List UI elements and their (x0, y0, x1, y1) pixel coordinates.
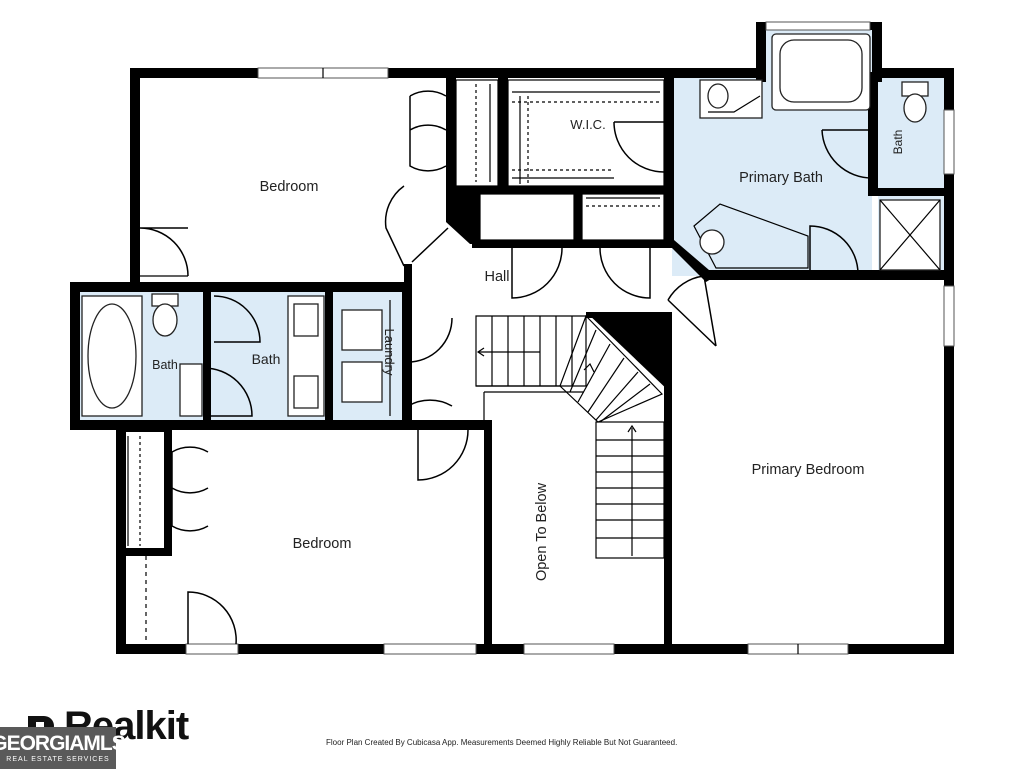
room-labels: Bedroom Hall W.I.C. Primary Bath Bath Ba… (152, 117, 905, 581)
room-label-bath-small: Bath (891, 130, 905, 155)
georgia-mls-logo: GEORGIAMLS REAL ESTATE SERVICES (0, 727, 126, 769)
room-label-bath-center: Bath (252, 351, 281, 367)
disclaimer-text: Floor Plan Created By Cubicasa App. Meas… (326, 738, 678, 747)
room-label-bedroom-top: Bedroom (260, 179, 319, 195)
staircase (475, 314, 665, 559)
room-label-hall: Hall (485, 269, 510, 285)
room-label-bedroom-bottom: Bedroom (293, 536, 352, 552)
closet-shelving (127, 79, 665, 640)
room-label-wic: W.I.C. (570, 117, 605, 132)
windows (185, 21, 955, 655)
georgia-mls-wordmark: GEORGIAMLS (0, 731, 126, 755)
room-label-bath-left: Bath (152, 358, 178, 372)
doors (139, 90, 873, 645)
room-label-primary-bath: Primary Bath (739, 170, 823, 186)
room-label-primary-bedroom: Primary Bedroom (752, 462, 865, 478)
room-label-laundry: Laundry (382, 329, 397, 376)
bath-fixtures (81, 33, 941, 417)
room-label-open-to-below: Open To Below (534, 482, 550, 581)
georgia-mls-tagline: REAL ESTATE SERVICES (6, 755, 110, 763)
